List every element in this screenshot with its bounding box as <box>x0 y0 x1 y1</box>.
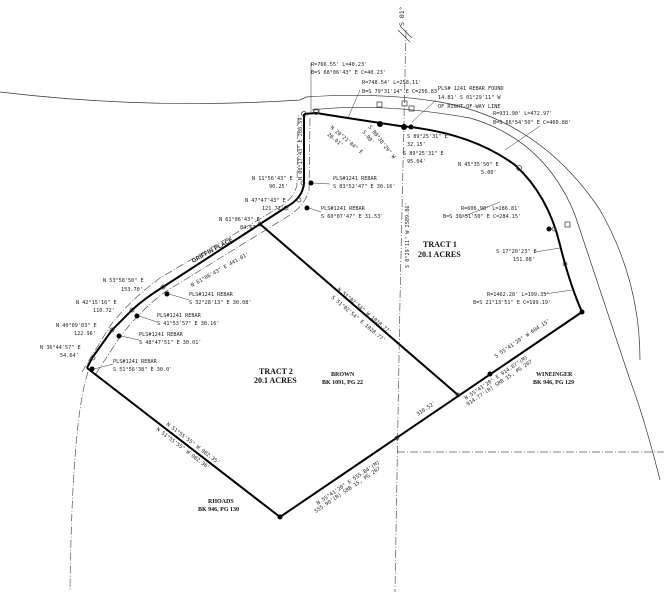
call-n42: N 42°15'16" E <box>76 300 117 306</box>
break-mark <box>397 25 413 43</box>
call-s17: S 17°20'23" E <box>496 249 537 255</box>
monuments <box>89 121 585 520</box>
griffin-place-edge-2 <box>94 117 311 376</box>
curve2-radius: R=748.54' L=258.11' <box>362 80 421 86</box>
curve3-radius: R=931.90' L=472.97' <box>493 111 552 117</box>
curve4-bearing: B=S 30°51'50" E C=284.15' <box>443 214 521 220</box>
owner-rhoads-book: BK 946, PG 130 <box>198 507 239 513</box>
curve1-bearing: B=S 68°06'43" E C=40.23' <box>311 70 386 76</box>
rebar1-label: PLS#1241 REBAR <box>333 176 378 182</box>
owner-rhoads: RHOADS <box>208 499 234 505</box>
southeast-line <box>279 311 583 518</box>
rebar6-call: S 51°56'38" E 30.0' <box>113 367 172 373</box>
call-s89a-dist: 32.15' <box>407 142 426 148</box>
call-n11: N 11°56'43" E <box>252 176 293 182</box>
rebar4-call: S 41°53'57" E 30.16' <box>157 321 219 327</box>
call-s89a: S 89°25'31" E <box>407 134 448 140</box>
road-name-griffin-place: GRIFFIN PLACE <box>191 237 234 265</box>
rebar2-call: S 60°07'47" E 31.53' <box>321 214 383 220</box>
rebar3-label: PLS#1241 REBAR <box>189 292 234 298</box>
southeast-measured: N 55°41'20" E 914.67'(M) <box>464 355 530 402</box>
rebar5-label: PLS#1241 REBAR <box>139 332 184 338</box>
call-s89b: S 89°25'31" E <box>403 151 444 157</box>
call-n45: N 45°35'50" E <box>458 162 499 168</box>
tract2-label: TRACT 2 <box>259 367 293 376</box>
rebar6-label: PLS#1241 REBAR <box>113 359 158 365</box>
call-n61-dist: 84.67' <box>240 225 259 231</box>
tract2-acres: 20.1 ACRES <box>254 376 297 385</box>
division-line <box>259 223 459 396</box>
west-line <box>69 371 89 592</box>
curve1-radius: R=766.55' L=40.23' <box>311 62 367 68</box>
segment-310: 310.52' <box>416 400 437 417</box>
call-n47-dist: 121.72' <box>262 206 284 212</box>
curve3-bearing: B=S 66°54'50" E C=460.88' <box>493 120 571 126</box>
call-n53-dist: 153.70' <box>121 287 143 293</box>
leader-lines <box>93 63 573 370</box>
call-n40-dist: 122.96' <box>74 331 96 337</box>
rebar3-call: S 32°28'13" E 30.08' <box>189 300 251 306</box>
section-line-call: S 0°29'11" W 2589.86' <box>405 202 411 268</box>
southwest-line <box>86 367 281 518</box>
call-n40: N 40°09'03" E <box>56 323 97 329</box>
call-n11-dist: 90.25' <box>269 184 288 190</box>
call-n53: N 53°58'50" E <box>103 278 144 284</box>
tract1-boundary <box>86 114 305 369</box>
tract1-north-curve <box>303 111 583 313</box>
curve5-bearing: B=S 21°13'51" E C=199.19' <box>473 300 551 306</box>
monument-circles <box>90 100 571 441</box>
south-line-measured: N 55°41'20" E 555.84'(M) <box>316 460 382 507</box>
curve4-radius: R=606.90' L=286.81' <box>461 206 520 212</box>
call-n45-dist: 5.00' <box>481 170 497 176</box>
owner-brown: BROWN <box>331 372 355 378</box>
rebar4-label: PLS#1241 REBAR <box>157 313 202 319</box>
west-line-call: N 00°17'43" E 280.59' <box>298 114 304 180</box>
rebar2-label: PLS#1241 REBAR <box>321 206 366 212</box>
rebar-found-note: PLS# 1241 REBAR FOUND <box>438 86 504 92</box>
tract1-acres: 20.1 ACRES <box>418 250 461 259</box>
call-n47: N 47°47'43" E <box>245 198 286 204</box>
section-line <box>394 29 407 592</box>
rebar1-call: S 83°52'47" E 30.16' <box>333 184 395 190</box>
rebar-found-offset: 14.81' S 01°29'11" W <box>438 95 501 101</box>
griffin-place-edge <box>81 117 299 373</box>
tract1-label: TRACT 1 <box>423 240 457 249</box>
call-s89b-dist: 95.04' <box>407 159 426 165</box>
owner-wineinger: WINEINGER <box>536 372 573 378</box>
row-line-inner <box>311 106 661 481</box>
section-line-top-call: S 01° <box>398 6 406 26</box>
curve2-bearing: B=S 79°31'14" E C=256.83' <box>362 89 440 95</box>
rebar-found-ref: OF RIGHT-OF-WAY LINE <box>438 104 500 110</box>
call-n61: N 61°06'43" E <box>219 217 260 223</box>
call-n42-dist: 110.72' <box>93 308 115 314</box>
curve5-radius: R=1462.28' L=199.35' <box>487 292 549 298</box>
owner-brown-book: BK 1091, PG 22 <box>322 380 363 386</box>
rebar5-call: S 48°47'51" E 30.01' <box>139 340 201 346</box>
owner-wineinger-book: BK 946, PG 129 <box>533 380 574 386</box>
call-s17-dist: 151.08' <box>513 257 535 263</box>
call-n36-dist: 54.64' <box>60 353 79 359</box>
south-line-record: 555.90'(R) SRB 15, PG 207 <box>314 466 382 515</box>
call-n36: N 36°44'57" E <box>40 345 81 351</box>
